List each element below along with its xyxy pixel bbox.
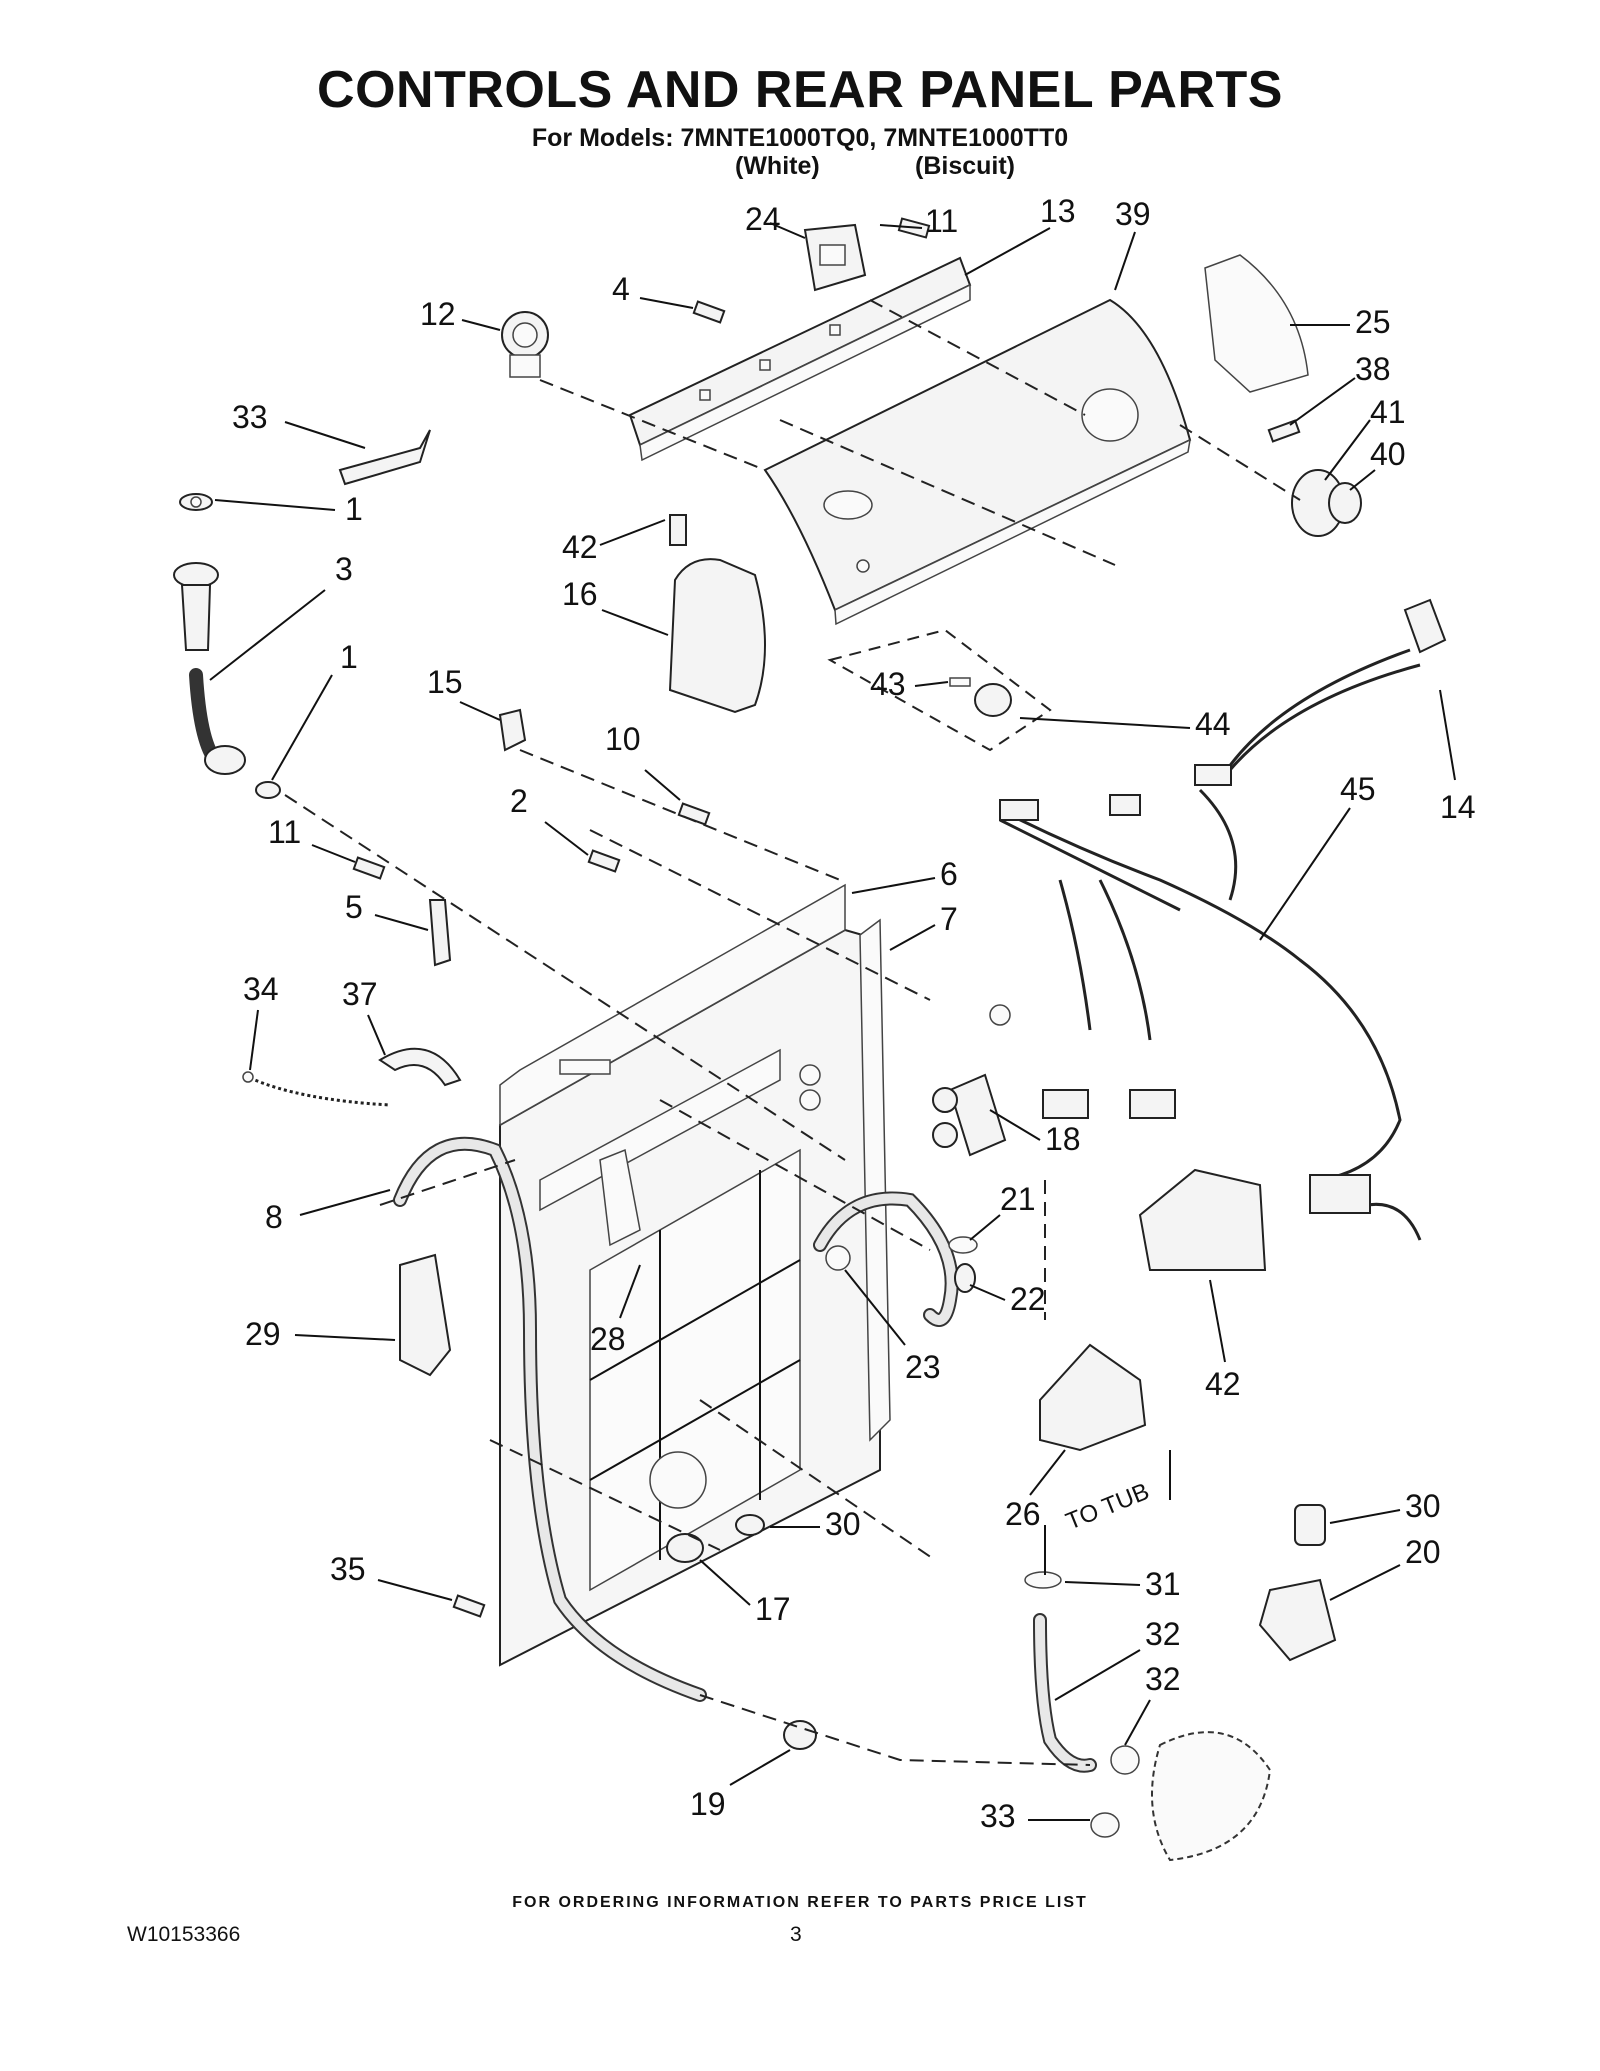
callout-labels: 24 11 13 39 12 4 25 38 41 40 33 1 (209, 193, 1476, 1834)
rear-panel (499, 883, 881, 1667)
callout-24: 26 (1005, 1496, 1041, 1532)
model-numbers: For Models: 7MNTE1000TQ0, 7MNTE1000TT0 (531, 124, 1069, 152)
callout-30-bottom: 32 (1145, 1661, 1181, 1697)
drain-hose-clamps (666, 1533, 817, 1750)
console-end-cap (1204, 254, 1309, 393)
callout-28: 30 (1405, 1488, 1441, 1524)
drain-manifold (1039, 1343, 1147, 1452)
callout-21: 21 (1000, 1181, 1036, 1217)
callout-4: 4 (612, 271, 630, 307)
wire-cover (1138, 1168, 1267, 1271)
callout-1-top: 1 (345, 491, 363, 527)
callout-34: 34 (243, 971, 279, 1007)
color-biscuit-label: (Biscuit) (915, 152, 1015, 180)
callout-2: 2 (510, 783, 528, 819)
document-number: W10153366 (127, 1923, 241, 1946)
callout-9: 24 (745, 201, 781, 237)
callout-8: 8 (265, 1199, 283, 1235)
timer-module (803, 223, 867, 292)
callout-18: 18 (1045, 1121, 1081, 1157)
fill-tube-assembly (173, 493, 281, 799)
callout-16: 16 (562, 576, 598, 612)
callout-3: 3 (335, 551, 353, 587)
callout-29: 30 (825, 1506, 861, 1542)
callout-41: 40 (1370, 436, 1406, 472)
callout-25: 25 (1355, 304, 1391, 340)
callout-37: 37 (342, 976, 378, 1012)
callout-42: 41 (1370, 394, 1406, 430)
side-trim-strip (859, 918, 891, 1442)
callout-31: 33 (980, 1798, 1016, 1834)
pressure-switch (501, 311, 549, 378)
page-header: CONTROLS AND REAR PANEL PARTS For Models… (0, 60, 1600, 154)
callout-27: 29 (245, 1316, 281, 1352)
callout-43: 44 (1195, 706, 1231, 742)
callout-32: 32 (1145, 1616, 1181, 1652)
callout-15: 15 (427, 664, 463, 700)
callout-10: 10 (605, 721, 641, 757)
callout-19: 19 (690, 1786, 726, 1822)
wire-harness (989, 598, 1447, 1241)
color-white-label: (White) (735, 152, 820, 180)
callout-45: 45 (1340, 771, 1376, 807)
callout-7: 7 (940, 901, 958, 937)
page-number: 3 (790, 1923, 802, 1946)
hose-clamps (825, 1236, 978, 1271)
hose-retainer (599, 1148, 641, 1247)
ordering-note: FOR ORDERING INFORMATION REFER TO PARTS … (512, 1894, 1088, 1911)
callout-17: 17 (755, 1591, 791, 1627)
selector-knob (827, 628, 1052, 752)
callout-11-mid: 11 (268, 814, 301, 850)
callout-6: 6 (940, 856, 958, 892)
callout-5: 5 (345, 889, 363, 925)
callout-39: 39 (1115, 196, 1151, 232)
pump-assembly (1258, 1504, 1337, 1662)
screws (352, 217, 1301, 1618)
callout-38: 43 (870, 666, 906, 702)
control-knob (1291, 469, 1362, 537)
console-side-cover (668, 558, 766, 714)
callout-11-top: 11 (925, 203, 958, 239)
callout-20: 20 (1405, 1534, 1441, 1570)
hose-guide (378, 1047, 462, 1087)
assembly-lines (284, 299, 1301, 1766)
water-inlet-valve (932, 1073, 1007, 1157)
callout-22: 22 (1010, 1281, 1046, 1317)
callout-23: 23 (905, 1349, 941, 1385)
callout-12: 12 (420, 296, 456, 332)
callout-26: 28 (590, 1321, 626, 1357)
callout-36: 38 (1355, 351, 1391, 387)
callout-14: 14 (1440, 789, 1476, 825)
callout-13: 13 (1040, 193, 1076, 229)
cable-tie (242, 1071, 391, 1107)
console-panel (763, 298, 1192, 626)
callout-35: 35 (330, 1551, 366, 1587)
hose-bracket (338, 429, 431, 486)
panel-clip (428, 708, 527, 967)
cabinet-clip (399, 1253, 452, 1377)
callout-1-mid: 1 (340, 639, 358, 675)
page-title: CONTROLS AND REAR PANEL PARTS (317, 61, 1283, 119)
to-tub-label: TO TUB (1062, 1478, 1153, 1536)
callout-44: 42 (1205, 1366, 1241, 1402)
control-bracket (628, 256, 972, 462)
callout-33: 33 (232, 399, 268, 435)
panel-plug (735, 1514, 765, 1536)
callout-30-top: 31 (1145, 1566, 1181, 1602)
drain-hose (393, 1136, 707, 1702)
callout-40: 42 (562, 529, 598, 565)
